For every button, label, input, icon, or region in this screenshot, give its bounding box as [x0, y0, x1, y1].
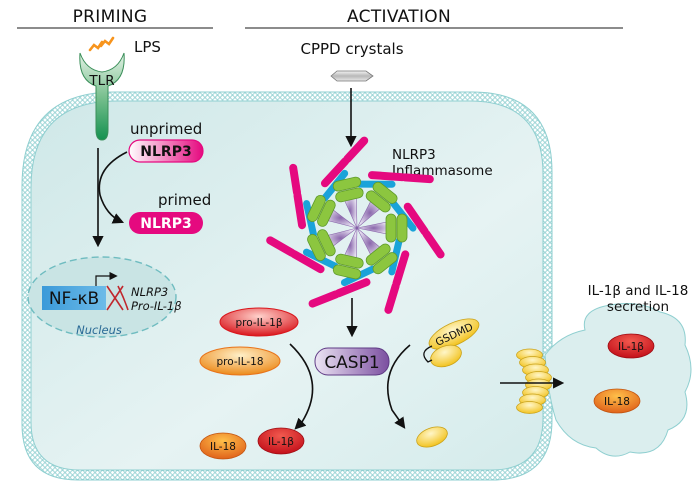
cppd-label: CPPD crystals	[300, 40, 403, 58]
pro-il18: pro-IL-18	[199, 346, 281, 376]
svg-text:IL-1β: IL-1β	[268, 436, 294, 448]
tlr-label: TLR	[88, 73, 114, 89]
nlrp3-inflammasome	[266, 136, 445, 314]
tlr-receptor: TLR	[79, 52, 125, 141]
cleavage-arrow-cytokines	[289, 343, 314, 430]
gene-pro-il1b: Pro-IL-1β	[131, 299, 182, 313]
nucleus: NF-κB NLRP3 Pro-IL-1β Nucleus	[27, 256, 182, 338]
priming-arrow-curve	[98, 151, 128, 224]
casp1-card	[372, 181, 398, 204]
cleavage-arrow-gsdmd	[386, 344, 411, 429]
inflammasome-label-line1: NLRP3	[392, 147, 436, 163]
svg-text:IL-18: IL-18	[604, 396, 630, 408]
casp1-card	[396, 213, 408, 243]
il18-secreted: IL-18	[593, 388, 641, 414]
lps-icon	[88, 36, 115, 52]
pro-il1b: pro-IL-1β	[219, 307, 299, 337]
gsdmd-pore	[516, 348, 552, 414]
cytoplasm	[30, 100, 544, 471]
casp1-card	[307, 194, 326, 222]
primed-label: primed	[158, 191, 211, 209]
casp1-card	[365, 243, 391, 266]
nlrp3-arm	[293, 191, 307, 230]
casp1-card	[335, 253, 364, 269]
il18-mature: IL-18	[199, 432, 247, 460]
svg-text:pro-IL-1β: pro-IL-1β	[235, 317, 282, 329]
svg-text:NLRP3: NLRP3	[140, 144, 191, 160]
svg-text:IL-1β: IL-1β	[618, 341, 644, 353]
secretion-label-line2: secretion	[607, 299, 669, 315]
transcription-arrow	[95, 271, 118, 286]
nfkb-box	[42, 286, 106, 310]
nlrp3-arm	[422, 229, 445, 259]
casp1-card	[332, 176, 362, 192]
svg-text:NLRP3: NLRP3	[140, 216, 191, 232]
nlrp3-arm	[320, 157, 350, 188]
gsdmd-pore-subunit	[516, 401, 543, 414]
svg-text:IL-18: IL-18	[210, 441, 236, 453]
gsdmd: GSDMD	[423, 318, 480, 368]
activation-title: ACTIVATION	[347, 7, 451, 27]
il1b-mature: IL-1β	[257, 427, 305, 455]
nlrp3-arm	[289, 163, 302, 197]
casp1-card	[307, 234, 326, 262]
secretion-label-line1: IL-1β and IL-18	[588, 283, 689, 299]
unprimed-nlrp3: NLRP3	[128, 139, 204, 163]
casp1-card	[317, 199, 336, 227]
unprimed-label: unprimed	[130, 120, 202, 138]
dna-icon	[106, 285, 129, 311]
il1b-secreted: IL-1β	[607, 333, 655, 359]
casp1-card	[385, 213, 397, 243]
svg-text:CASP1: CASP1	[324, 353, 379, 373]
nlrp3-arm	[400, 173, 434, 184]
tlr-shape	[79, 52, 125, 141]
casp1-card	[332, 264, 362, 280]
nlrp3-arm	[308, 290, 340, 308]
nlrp3-arm	[392, 250, 410, 288]
lps-label: LPS	[134, 38, 161, 56]
nlrp3-arm	[403, 202, 429, 236]
casp1-card	[335, 187, 364, 203]
nlrp3-arm	[266, 236, 296, 257]
casp1-card	[372, 252, 398, 275]
section-header-activation: ACTIVATION	[245, 7, 623, 29]
primed-nlrp3: NLRP3	[129, 212, 203, 234]
casp1-card	[365, 190, 391, 213]
nlrp3-arm	[367, 171, 406, 182]
nlrp3-arm	[384, 281, 400, 314]
nucleus-label: Nucleus	[76, 323, 122, 337]
gsdmd-n-terminal	[416, 426, 448, 448]
nlrp3-arm	[343, 136, 369, 164]
section-header-priming: PRIMING	[17, 7, 213, 29]
casp1-card	[317, 229, 336, 257]
gene-nlrp3: NLRP3	[131, 285, 168, 299]
casp1: CASP1	[314, 347, 390, 376]
nlrp3-arm	[334, 278, 371, 298]
secretion-vesicle	[544, 303, 692, 457]
crystal-icon	[330, 70, 374, 82]
nlrp3-arm	[290, 250, 325, 274]
cell	[21, 91, 553, 481]
priming-title: PRIMING	[73, 7, 148, 27]
nfkb-label: NF-κB	[49, 289, 99, 309]
svg-text:pro-IL-18: pro-IL-18	[216, 356, 263, 368]
